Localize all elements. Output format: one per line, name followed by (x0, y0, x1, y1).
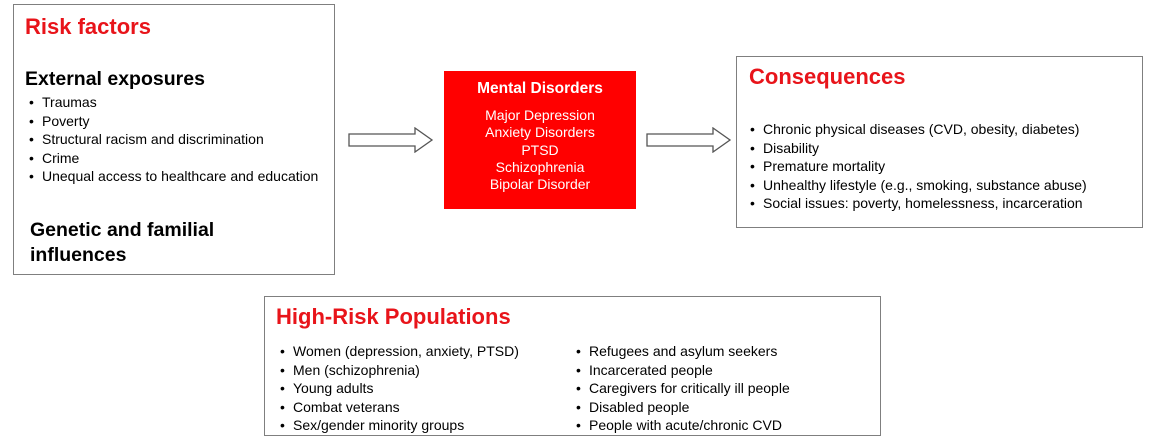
list-item: Sex/gender minority groups (280, 416, 570, 435)
risk-factors-title: Risk factors (25, 14, 151, 39)
high-risk-list-column-2: Refugees and asylum seekers Incarcerated… (576, 342, 876, 435)
consequences-title: Consequences (749, 64, 906, 89)
list-item: Premature mortality (750, 157, 1140, 176)
list-item: Chronic physical diseases (CVD, obesity,… (750, 120, 1140, 139)
list-item: Women (depression, anxiety, PTSD) (280, 342, 570, 361)
list-item: Social issues: poverty, homelessness, in… (750, 194, 1140, 213)
list-item: Caregivers for critically ill people (576, 379, 876, 398)
list-item: Disabled people (576, 398, 876, 417)
mental-disorders-title: Mental Disorders (477, 80, 603, 97)
list-item: Traumas (29, 93, 319, 112)
list-item: Schizophrenia (495, 158, 585, 175)
list-item: Unhealthy lifestyle (e.g., smoking, subs… (750, 176, 1140, 195)
list-item: Major Depression (485, 107, 595, 123)
list-item: Bipolar Disorder (489, 176, 591, 193)
list-item: Disability (750, 139, 1140, 158)
list-item: Men (schizophrenia) (280, 361, 570, 380)
list-item: People with acute/chronic CVD (576, 416, 876, 435)
list-item: Young adults (280, 379, 570, 398)
mental-disorders-box: Mental Disorders Major Depression Anxiet… (444, 71, 636, 209)
right-arrow-outline-icon (646, 127, 732, 153)
list-item: Combat veterans (280, 398, 570, 417)
external-exposures-heading: External exposures (25, 68, 205, 90)
list-item: Incarcerated people (576, 361, 876, 380)
external-exposures-list: Traumas Poverty Structural racism and di… (29, 93, 319, 186)
list-item: PTSD (521, 141, 559, 158)
list-item: Unequal access to healthcare and educati… (29, 167, 319, 186)
list-item: Crime (29, 149, 319, 168)
list-item: Poverty (29, 112, 319, 131)
list-item: Refugees and asylum seekers (576, 342, 876, 361)
right-arrow-outline-icon (348, 127, 434, 153)
risk-factors-box: Risk factors External exposures Traumas … (13, 4, 335, 275)
list-item: Anxiety Disorders (485, 124, 595, 141)
genetic-influences-heading: Genetic and familial influences (30, 219, 215, 266)
mental-disorders-list: Major Depression Anxiety Disorders PTSD … (444, 107, 636, 193)
high-risk-list-column-1: Women (depression, anxiety, PTSD) Men (s… (280, 342, 570, 435)
high-risk-populations-title: High-Risk Populations (276, 304, 511, 329)
list-item: Structural racism and discrimination (29, 130, 319, 149)
consequences-list: Chronic physical diseases (CVD, obesity,… (750, 120, 1140, 213)
consequences-box: Consequences Chronic physical diseases (… (736, 56, 1143, 228)
high-risk-populations-box: High-Risk Populations Women (depression,… (264, 296, 881, 436)
